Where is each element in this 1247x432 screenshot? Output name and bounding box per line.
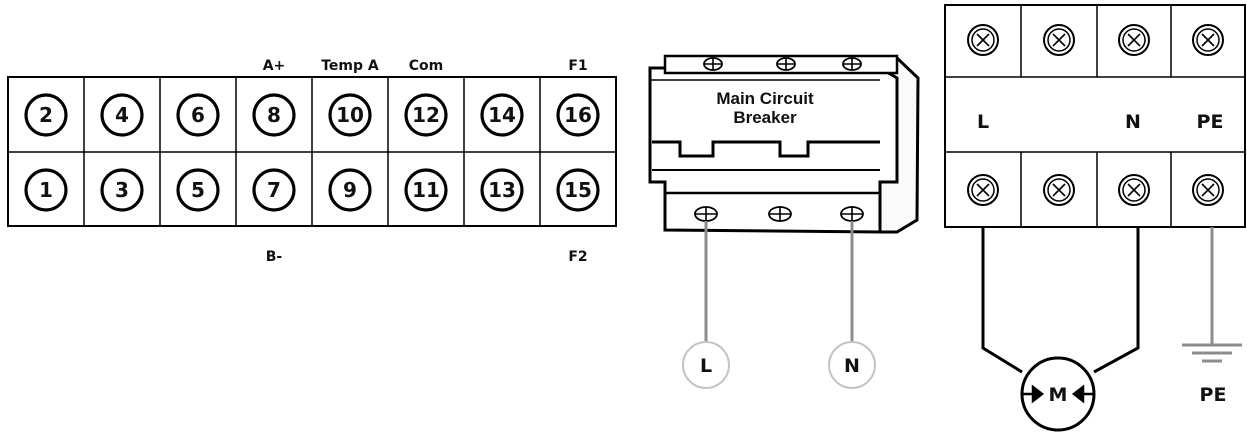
breaker-title-line2: Breaker [733, 108, 797, 127]
terminal-strip: L N PE M PE [944, 4, 1246, 432]
breaker-title-line1: Main Circuit [716, 89, 814, 108]
motor-label: M [1049, 384, 1068, 406]
breaker-top-screw [842, 57, 862, 71]
terminal-function-label: Com [409, 58, 443, 74]
terminal-circle [252, 168, 296, 212]
terminal-number: 13 [488, 178, 516, 202]
terminal-strip-frame [944, 4, 1246, 228]
terminal-circle [24, 93, 68, 137]
strip-screw-icon [1118, 24, 1150, 56]
terminal-number: 9 [343, 178, 357, 202]
terminal-circle [176, 93, 220, 137]
terminal-number: 2 [39, 103, 53, 127]
terminal-11: 11 [404, 168, 448, 212]
terminal-16: 16 [556, 93, 600, 137]
terminal-number: 1 [39, 178, 53, 202]
terminal-number: 11 [412, 178, 440, 202]
strip-screw-icon [967, 24, 999, 56]
neutral-input-circle [828, 341, 876, 389]
terminal-5: 5 [176, 168, 220, 212]
terminal-number: 8 [267, 103, 281, 127]
terminal-circle [176, 168, 220, 212]
terminal-circle [556, 168, 600, 212]
terminal-7: 7 [252, 168, 296, 212]
terminal-6: 6 [176, 93, 220, 137]
breaker-top-screw [776, 57, 796, 71]
terminal-number: 5 [191, 178, 205, 202]
terminal-4: 4 [100, 93, 144, 137]
breaker-bottom-screw [768, 206, 792, 222]
breaker-top-screw [703, 57, 723, 71]
terminal-number: 14 [488, 103, 516, 127]
terminal-15: 15 [556, 168, 600, 212]
terminal-circle [480, 93, 524, 137]
motor-symbol [1020, 356, 1096, 432]
terminal-function-label: A+ [263, 58, 286, 74]
motor-wire-l [981, 227, 1023, 374]
terminal-14: 14 [480, 93, 524, 137]
breaker-toggle-outline [652, 140, 880, 158]
main-circuit-breaker: Main Circuit Breaker L N [648, 54, 920, 389]
terminal-9: 9 [328, 168, 372, 212]
strip-screw-icon [967, 174, 999, 206]
terminal-circle [404, 93, 448, 137]
terminal-number: 7 [267, 178, 281, 202]
terminal-1: 1 [24, 168, 68, 212]
terminal-function-label: F1 [568, 58, 587, 74]
terminal-circle [480, 168, 524, 212]
terminal-number: 12 [412, 103, 440, 127]
strip-screw-icon [1192, 174, 1224, 206]
terminal-number: 16 [564, 103, 592, 127]
terminal-number: 15 [564, 178, 592, 202]
strip-screw-icon [1043, 24, 1075, 56]
terminal-2: 2 [24, 93, 68, 137]
strip-screw-icon [1118, 174, 1150, 206]
breaker-bottom-screw [694, 206, 718, 222]
terminal-circle [100, 168, 144, 212]
line-input-label: L [700, 355, 712, 377]
terminal-circle [252, 93, 296, 137]
line-input-circle [682, 341, 730, 389]
motor-wire-n [1093, 227, 1140, 374]
terminal-10: 10 [328, 93, 372, 137]
terminal-13: 13 [480, 168, 524, 212]
motor-arrow-right [1071, 384, 1093, 404]
terminal-function-label: Temp A [321, 58, 379, 74]
terminal-circle [328, 168, 372, 212]
terminal-circle [328, 93, 372, 137]
terminal-circle [100, 93, 144, 137]
terminal-number: 3 [115, 178, 129, 202]
motor-arrow-left [1023, 384, 1045, 404]
breaker-bottom-screw [840, 206, 864, 222]
terminal-circle [404, 168, 448, 212]
strip-label-l: L [977, 111, 989, 133]
strip-screw-icon [1192, 24, 1224, 56]
strip-screw-icon [1043, 174, 1075, 206]
strip-label-pe: PE [1197, 111, 1224, 133]
strip-label-n: N [1125, 111, 1141, 133]
neutral-input-label: N [844, 355, 860, 377]
terminal-function-label: F2 [568, 249, 587, 265]
terminal-circle [556, 93, 600, 137]
terminal-8: 8 [252, 93, 296, 137]
terminal-number: 10 [336, 103, 364, 127]
terminal-number: 6 [191, 103, 205, 127]
terminal-circle [24, 168, 68, 212]
terminal-12: 12 [404, 93, 448, 137]
terminal-3: 3 [100, 168, 144, 212]
terminal-function-label: B- [266, 249, 283, 265]
ground-label: PE [1200, 384, 1227, 406]
terminal-number: 4 [115, 103, 129, 127]
